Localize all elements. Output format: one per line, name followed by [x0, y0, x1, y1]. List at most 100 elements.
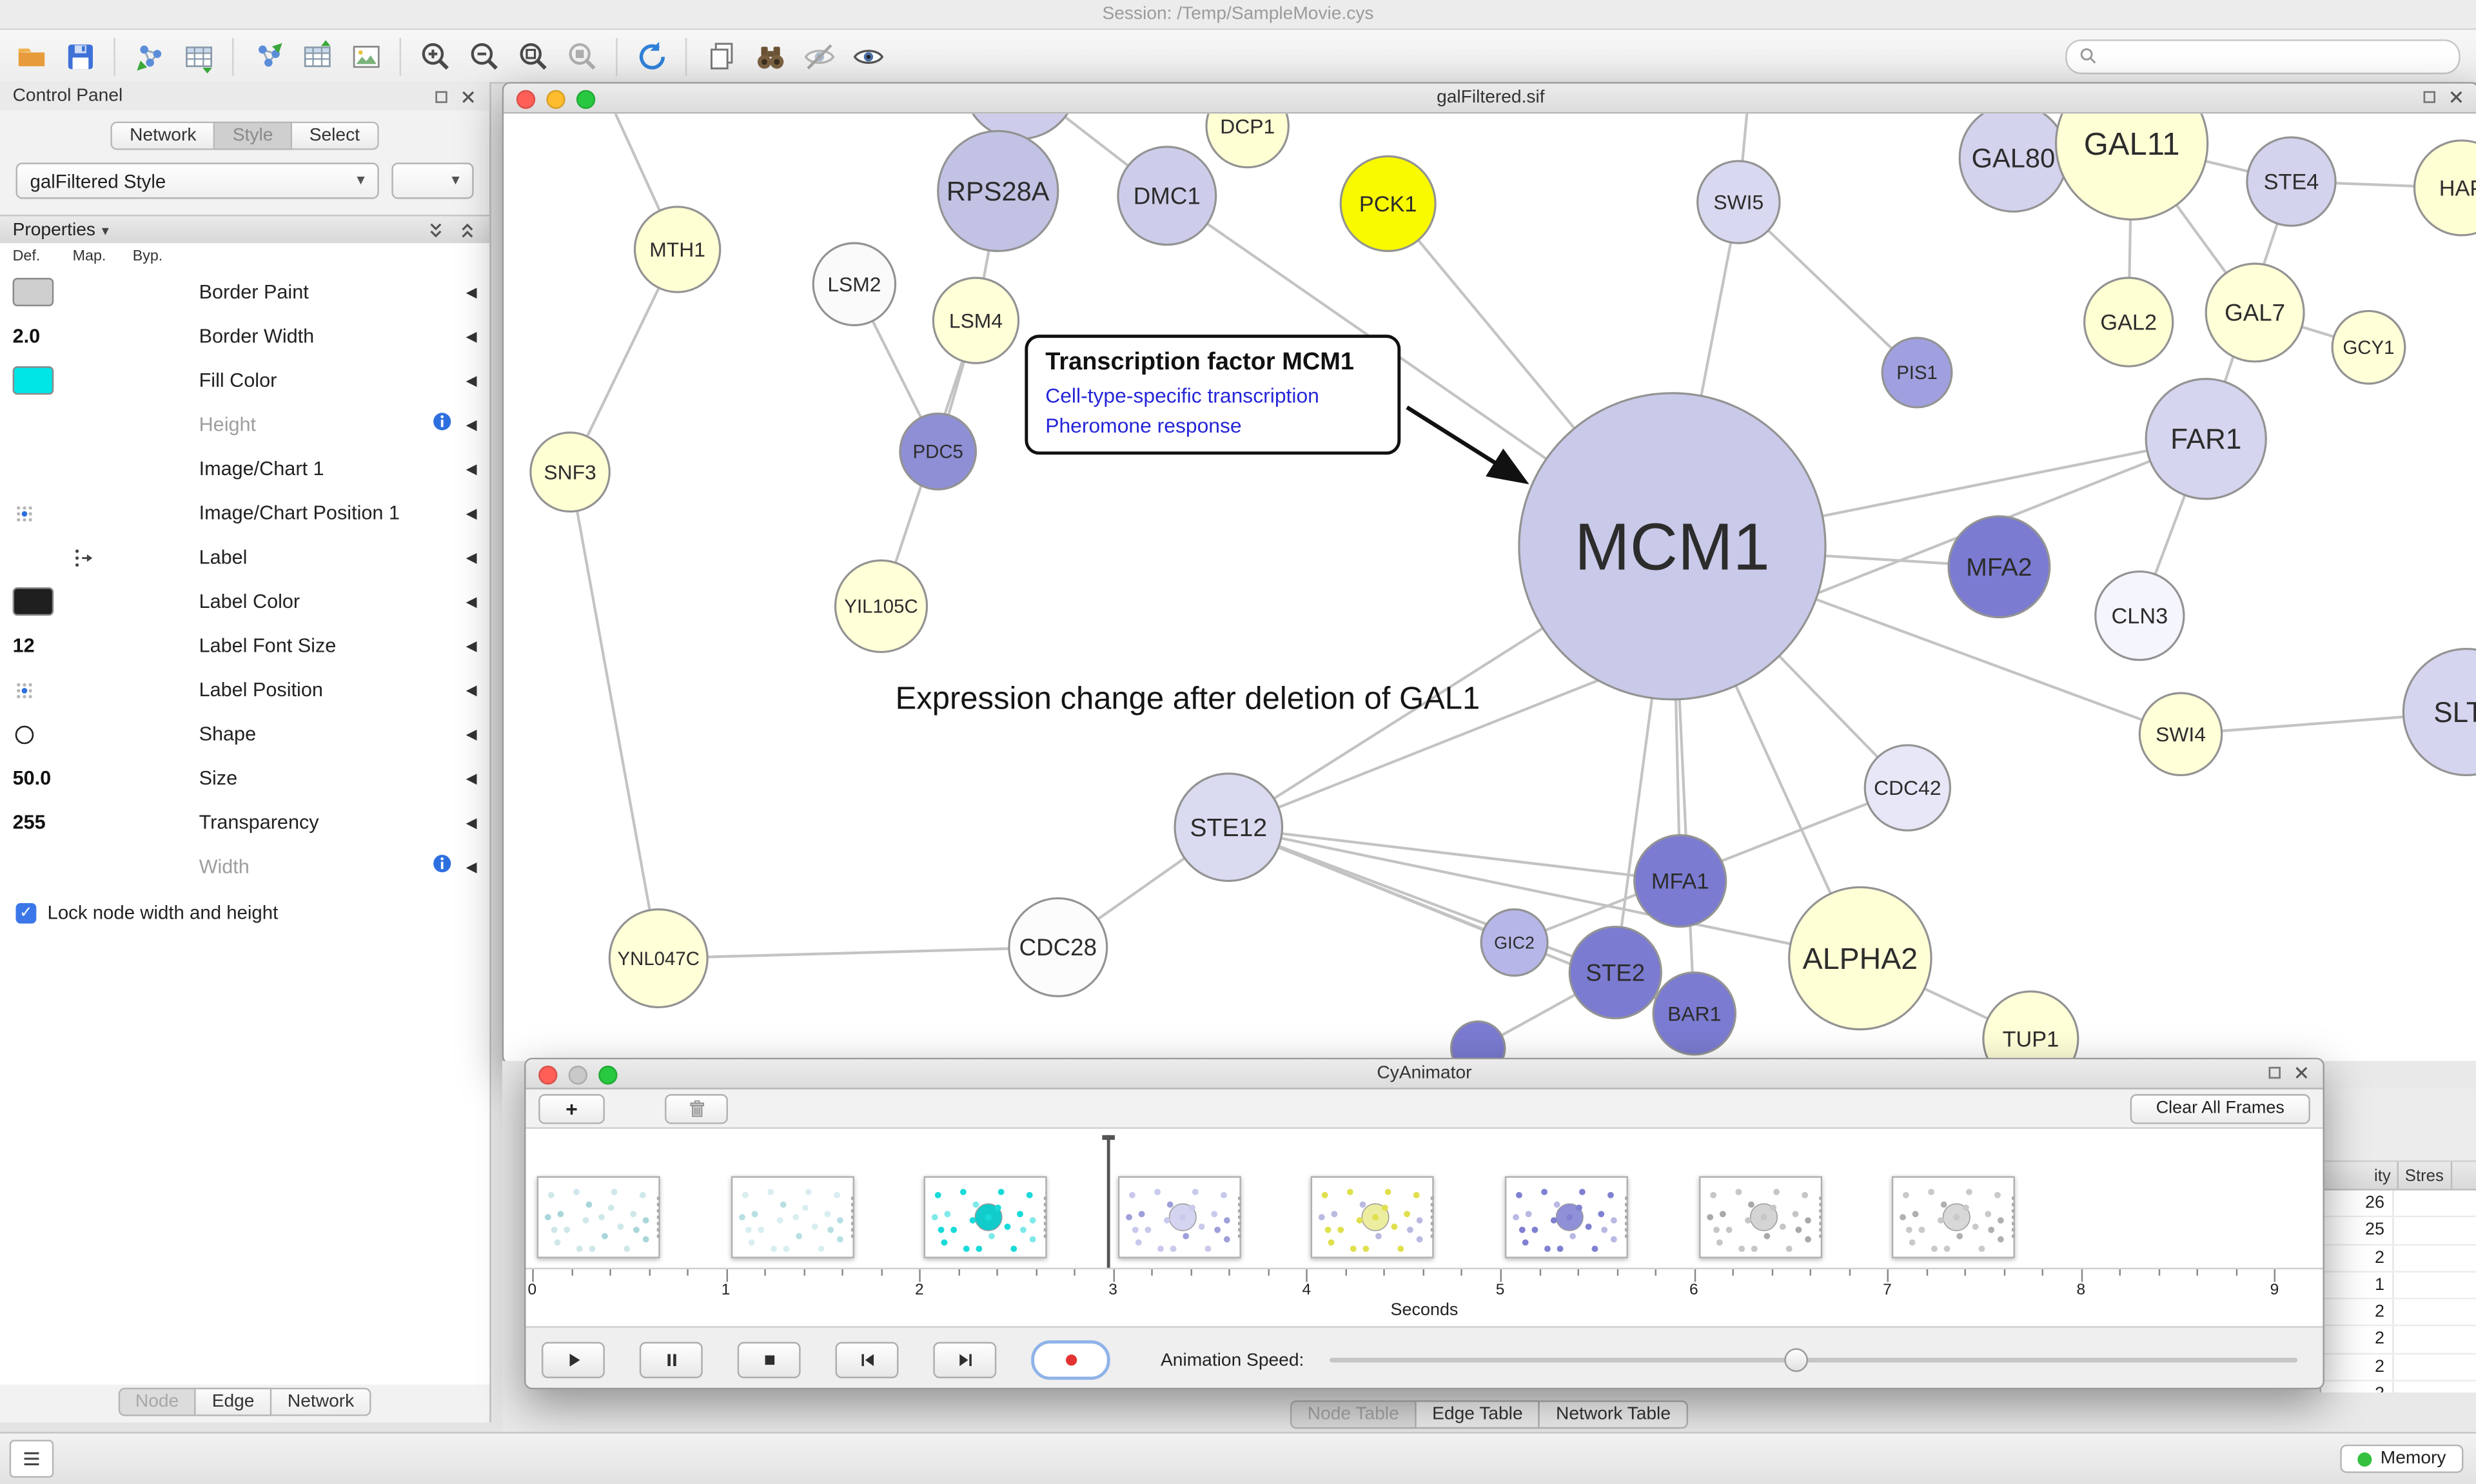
float-window-icon[interactable] [433, 88, 450, 105]
node-SWI4[interactable] [2138, 692, 2223, 777]
expand-row-arrow[interactable]: ◀ [466, 371, 477, 388]
close-icon[interactable] [2293, 1064, 2310, 1082]
tab-network[interactable]: Network [110, 121, 215, 150]
node-HAP[interactable] [2413, 139, 2476, 237]
table-column-header[interactable]: ity [2321, 1162, 2399, 1189]
skip-to-start-button[interactable] [835, 1342, 899, 1378]
play-button[interactable] [542, 1342, 605, 1378]
node-MFA1[interactable] [1633, 834, 1727, 928]
node-GAL7[interactable] [2205, 262, 2305, 363]
search-box[interactable] [2065, 39, 2461, 73]
table-row[interactable]: 1 [2321, 1272, 2476, 1300]
table-row[interactable]: 2 [2321, 1354, 2476, 1382]
table-row[interactable]: 2 [2321, 1299, 2476, 1327]
frame-timeline[interactable] [526, 1129, 2323, 1268]
timeline-playhead[interactable] [1102, 1135, 1115, 1268]
close-traffic-light[interactable] [538, 1066, 558, 1085]
node-SNF3[interactable] [529, 431, 611, 513]
expand-row-arrow[interactable]: ◀ [466, 549, 477, 565]
slider-track[interactable] [1329, 1358, 2298, 1363]
mapping-cell[interactable] [60, 545, 120, 569]
network-window-titlebar[interactable]: galFiltered.sif [504, 83, 2476, 114]
node-NODE_B[interactable] [1450, 1020, 1506, 1064]
open-file-button[interactable] [6, 34, 55, 79]
node-STE12[interactable] [1174, 772, 1284, 883]
stop-button[interactable] [737, 1342, 801, 1378]
node-PDC5[interactable] [899, 413, 978, 491]
zoom-selected-button[interactable] [557, 34, 606, 79]
expand-row-arrow[interactable]: ◀ [466, 681, 477, 698]
default-value-cell[interactable] [0, 278, 60, 307]
default-value[interactable]: 2.0 [12, 325, 41, 347]
skip-to-end-button[interactable] [933, 1342, 997, 1378]
network-canvas[interactable]: DCP1RPS28ADMC1PCK1SWI5GAL80GAL11STE4HAPM… [504, 113, 2476, 1064]
node-CLN3[interactable] [2094, 570, 2185, 661]
node-STE2[interactable] [1568, 925, 1662, 1020]
expand-row-arrow[interactable]: ◀ [466, 327, 477, 344]
timeline-frame-6[interactable] [1698, 1176, 1822, 1258]
table-row[interactable]: 25 [2321, 1217, 2476, 1245]
default-value-cell[interactable]: 255 [0, 812, 60, 834]
timeline-frame-3[interactable] [1117, 1176, 1241, 1258]
node-LSM4[interactable] [932, 277, 1020, 364]
minimize-traffic-light[interactable] [568, 1066, 588, 1085]
show-all-button[interactable] [843, 34, 892, 79]
save-session-button[interactable] [55, 34, 104, 79]
style-dropdown[interactable]: galFiltered Style ▾ [15, 162, 379, 199]
default-value[interactable]: 50.0 [12, 767, 52, 790]
default-value-cell[interactable] [0, 587, 60, 616]
timeline-frame-0[interactable] [536, 1176, 660, 1258]
node-SLT2[interactable] [2402, 647, 2476, 777]
expand-row-arrow[interactable]: ◀ [466, 858, 477, 874]
pause-button[interactable] [639, 1342, 703, 1378]
timeline-frame-1[interactable] [730, 1176, 854, 1258]
node-MCM1[interactable] [1518, 392, 1827, 701]
expand-row-arrow[interactable]: ◀ [466, 416, 477, 432]
zoom-in-button[interactable] [411, 34, 460, 79]
annotation-box[interactable]: Transcription factor MCM1 Cell-type-spec… [1025, 335, 1401, 455]
node-GAL11[interactable] [2055, 113, 2209, 220]
export-network-button[interactable] [243, 34, 292, 79]
lock-size-checkbox[interactable]: ✓ [15, 902, 37, 923]
close-traffic-light[interactable] [516, 90, 536, 109]
table-row[interactable]: 2 [2321, 1245, 2476, 1273]
default-value-cell[interactable]: 2.0 [0, 325, 60, 347]
zoom-fit-button[interactable] [509, 34, 558, 79]
animation-speed-slider[interactable] [1329, 1343, 2298, 1376]
collapse-all-icon[interactable] [458, 221, 477, 240]
expand-row-arrow[interactable]: ◀ [466, 637, 477, 653]
expand-row-arrow[interactable]: ◀ [466, 460, 477, 476]
export-table-button[interactable] [292, 34, 341, 79]
tab-node[interactable]: Node [117, 1387, 197, 1416]
info-icon[interactable] [431, 410, 453, 440]
frame-drag-handle[interactable] [1233, 1196, 1241, 1238]
default-value-cell[interactable]: 12 [0, 634, 60, 656]
node-TUP1[interactable] [1982, 990, 2079, 1064]
import-table-button[interactable] [173, 34, 222, 79]
expand-row-arrow[interactable]: ◀ [466, 769, 477, 786]
tab-edge-table[interactable]: Edge Table [1416, 1400, 1540, 1429]
close-icon[interactable] [460, 88, 477, 105]
zoom-traffic-light[interactable] [576, 90, 596, 109]
frame-drag-handle[interactable] [1620, 1196, 1628, 1238]
node-LSM2[interactable] [812, 242, 897, 327]
tab-network-table[interactable]: Network Table [1540, 1400, 1688, 1429]
info-icon[interactable] [431, 852, 453, 882]
style-options-button[interactable]: ▾ [391, 162, 474, 199]
expand-row-arrow[interactable]: ◀ [466, 814, 477, 830]
clear-all-frames-button[interactable]: Clear All Frames [2130, 1093, 2310, 1124]
default-value-cell[interactable]: 50.0 [0, 767, 60, 789]
table-row[interactable]: 26 [2321, 1190, 2476, 1218]
frame-drag-handle[interactable] [1039, 1196, 1048, 1238]
expand-row-arrow[interactable]: ◀ [466, 504, 477, 520]
node-YNL047C[interactable] [608, 908, 709, 1009]
node-CDC28[interactable] [1008, 897, 1108, 997]
tab-select[interactable]: Select [291, 121, 379, 150]
node-ALPHA2[interactable] [1788, 886, 1932, 1031]
tab-network[interactable]: Network [271, 1387, 372, 1416]
slider-handle[interactable] [1784, 1348, 1809, 1372]
node-GCY1[interactable] [2331, 309, 2406, 385]
timeline-frame-4[interactable] [1311, 1176, 1435, 1258]
node-SWI5[interactable] [1696, 160, 1781, 244]
minimize-traffic-light[interactable] [546, 90, 565, 109]
